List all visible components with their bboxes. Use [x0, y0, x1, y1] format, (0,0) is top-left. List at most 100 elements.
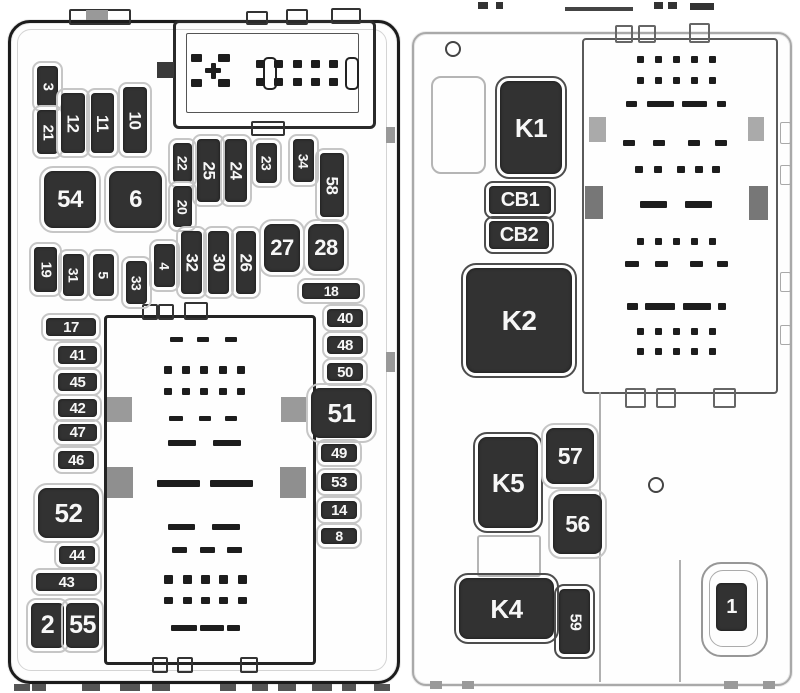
- fuse-21: 21: [32, 105, 63, 159]
- connector-side-tab: [585, 186, 603, 219]
- fuse-label: 31: [65, 267, 82, 283]
- fuse-52: 52: [33, 483, 104, 543]
- connector-pin: [640, 201, 667, 208]
- connector-pin: [274, 60, 283, 68]
- fuse-25: 25: [192, 134, 225, 207]
- connector-pin: [211, 63, 216, 79]
- fuse-label: 57: [557, 442, 583, 469]
- connector-pin: [227, 625, 240, 631]
- connector-pin: [225, 337, 237, 342]
- top-connector-tab: [251, 121, 285, 136]
- connector-pin: [183, 575, 192, 584]
- connector-pin: [256, 78, 265, 86]
- fuse-label: CB2: [499, 224, 539, 246]
- fuse-label: 28: [314, 234, 338, 260]
- fuse-12: 12: [56, 88, 90, 158]
- fuse-label: 49: [331, 444, 347, 462]
- connector-pin: [200, 625, 224, 631]
- fuse-label: 18: [323, 283, 339, 299]
- connector-pin: [637, 56, 644, 63]
- top-edge-mark: [654, 2, 663, 9]
- connector-pin: [673, 348, 680, 355]
- connector-pin: [219, 575, 228, 584]
- fuse-label: 44: [69, 546, 85, 564]
- connector-side-tab: [748, 117, 764, 141]
- connector-pin: [274, 78, 283, 86]
- connector-pin: [625, 261, 639, 267]
- fuse-label: 1: [726, 596, 737, 618]
- fuse-label: 54: [57, 185, 83, 213]
- fuse-57: 57: [541, 423, 599, 489]
- circuit-breaker-cb1: CB1: [484, 181, 556, 219]
- fuse-11: 11: [86, 88, 119, 158]
- fuse-label: K4: [490, 593, 523, 624]
- fuse-label: 21: [39, 124, 56, 140]
- connector-pin: [329, 60, 338, 68]
- connector-pin: [673, 238, 680, 245]
- bottom-foot: [312, 684, 332, 691]
- fuse-17: 17: [41, 313, 101, 341]
- fuse-label: 46: [68, 451, 84, 469]
- relay-k2: K2: [461, 263, 577, 378]
- connector-pin: [311, 78, 320, 86]
- connector-pin: [709, 348, 716, 355]
- fuse-32: 32: [176, 226, 207, 299]
- connector-pin: [709, 77, 716, 84]
- connector-pin: [200, 366, 208, 374]
- connector-pin: [164, 575, 173, 584]
- fuse-label: 45: [69, 373, 86, 391]
- fuse-23: 23: [251, 138, 282, 188]
- fuse-30: 30: [203, 226, 234, 299]
- connector-pin: [654, 166, 662, 173]
- right-panel-edge-bump: [780, 325, 791, 345]
- connector-pin: [637, 348, 644, 355]
- fuse-41: 41: [53, 341, 102, 369]
- connector-pin: [635, 166, 643, 173]
- right-connector-tab: [615, 25, 633, 43]
- connector-pin: [655, 261, 668, 267]
- fuse-label: K5: [491, 467, 525, 498]
- connector-pin: [238, 575, 247, 584]
- connector-pin: [182, 366, 190, 374]
- connector-pin: [212, 524, 240, 530]
- right-panel-edge-bump: [780, 122, 791, 144]
- fuse-label: 5: [95, 271, 112, 279]
- empty-relay-slot: [431, 76, 486, 174]
- fuse-19: 19: [29, 242, 62, 297]
- bottom-foot: [14, 684, 30, 691]
- connector-pin: [688, 140, 700, 146]
- central-connector-tab: [152, 657, 168, 673]
- fuse-8: 8: [316, 523, 362, 549]
- fuse-33: 33: [121, 256, 152, 309]
- connector-side-tab: [589, 117, 606, 142]
- connector-pin: [645, 303, 675, 310]
- connector-pin: [201, 597, 210, 604]
- connector-pin: [655, 328, 662, 335]
- connector-pin: [237, 388, 245, 395]
- right-panel-edge-bump: [780, 165, 791, 185]
- fuse-label: 22: [174, 155, 191, 171]
- bottom-foot: [152, 684, 170, 691]
- fuse-label: 56: [565, 510, 590, 537]
- top-edge-mark: [668, 2, 677, 9]
- fuse-31: 31: [58, 249, 89, 301]
- connector-pin: [673, 77, 680, 84]
- top-connector-tab: [246, 11, 268, 25]
- connector-pin: [164, 366, 172, 374]
- top-connector-key-slot: [345, 57, 359, 90]
- fuse-label: 17: [63, 318, 79, 336]
- fuse-42: 42: [53, 394, 102, 422]
- right-connector-tab: [656, 388, 676, 408]
- top-connector-tab: [331, 8, 361, 24]
- connector-pin: [712, 166, 720, 173]
- connector-pin: [168, 524, 195, 530]
- connector-side-tab: [281, 397, 306, 422]
- relay-k4: K4: [454, 573, 559, 644]
- fuse-1: 1: [716, 583, 747, 631]
- connector-pin: [213, 440, 241, 446]
- fuse-label: 33: [128, 275, 145, 290]
- fuse-label: 3: [39, 82, 56, 91]
- connector-pin: [673, 328, 680, 335]
- bottom-foot: [724, 681, 738, 689]
